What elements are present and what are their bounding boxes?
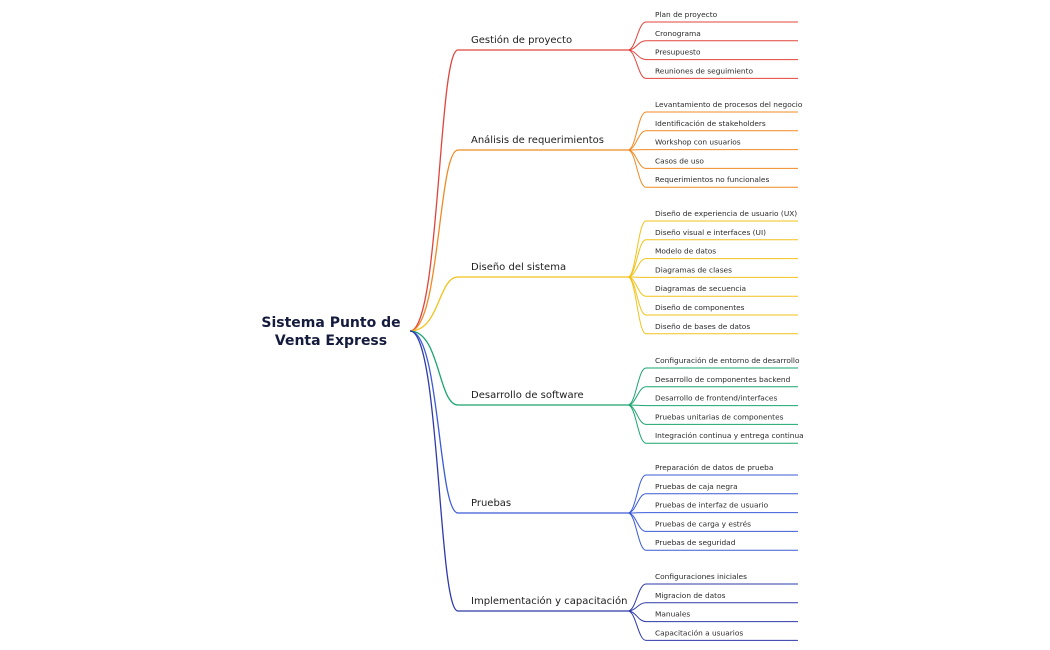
- leaf-connector-6-1: [627, 583, 647, 612]
- branch-connector-2: [409, 149, 459, 332]
- root-node[interactable]: Sistema Punto de Venta Express: [256, 314, 406, 350]
- branch-connector-1: [409, 49, 459, 332]
- leaf-label-3-1[interactable]: Diseño de experiencia de usuario (UX): [655, 209, 797, 218]
- leaf-label-2-4[interactable]: Casos de uso: [655, 156, 704, 165]
- leaf-label-2-5[interactable]: Requerimientos no funcionales: [655, 175, 769, 184]
- leaf-connector-2-4: [627, 149, 647, 169]
- leaf-connector-4-1: [627, 367, 647, 406]
- leaf-connector-5-2: [627, 493, 647, 514]
- leaf-label-1-3[interactable]: Presupuesto: [655, 48, 701, 57]
- leaf-label-1-4[interactable]: Reuniones de seguimiento: [655, 66, 754, 75]
- branch-label-2[interactable]: Análisis de requerimientos: [471, 134, 604, 146]
- leaf-label-6-3[interactable]: Manuales: [655, 610, 690, 619]
- leaf-label-3-3[interactable]: Modelo de datos: [655, 247, 716, 256]
- leaf-label-5-5[interactable]: Pruebas de seguridad: [655, 538, 736, 547]
- leaf-connector-4-2: [627, 386, 647, 406]
- leaf-label-3-5[interactable]: Diagramas de secuencia: [655, 284, 746, 293]
- branch-connector-3: [409, 276, 459, 332]
- leaf-label-6-4[interactable]: Capacitación a usuarios: [655, 628, 743, 637]
- leaf-connector-3-3: [627, 258, 647, 278]
- branch-label-3[interactable]: Diseño del sistema: [471, 262, 566, 273]
- leaf-label-4-5[interactable]: Integración continua y entrega continua: [655, 431, 804, 440]
- leaf-label-5-1[interactable]: Preparación de datos de prueba: [655, 463, 773, 472]
- leaf-label-4-3[interactable]: Desarrollo de frontend/interfaces: [655, 394, 777, 403]
- leaf-connector-5-5: [627, 512, 647, 551]
- leaf-label-5-3[interactable]: Pruebas de interfaz de usuario: [655, 501, 769, 510]
- leaf-label-4-1[interactable]: Configuración de entorno de desarrollo: [655, 356, 800, 365]
- leaf-connector-1-1: [627, 21, 647, 51]
- leaf-connector-4-4: [627, 404, 647, 425]
- leaf-connector-3-6: [627, 276, 647, 316]
- leaf-connector-2-2: [627, 130, 647, 151]
- leaf-label-4-4[interactable]: Pruebas unitarias de componentes: [655, 412, 784, 421]
- leaf-label-6-2[interactable]: Migracion de datos: [655, 591, 726, 600]
- leaf-label-5-2[interactable]: Pruebas de caja negra: [655, 482, 738, 491]
- leaf-connector-3-7: [627, 276, 647, 335]
- branch-connector-4: [409, 330, 459, 406]
- leaf-label-6-1[interactable]: Configuraciones iniciales: [655, 572, 747, 581]
- root-title-line-1: Sistema Punto de: [261, 315, 401, 331]
- leaf-label-3-6[interactable]: Diseño de componentes: [655, 303, 745, 312]
- branch-connector-5: [409, 330, 459, 514]
- leaf-connector-2-1: [627, 111, 647, 151]
- leaf-label-1-2[interactable]: Cronograma: [655, 29, 701, 38]
- leaf-connector-3-2: [627, 239, 647, 278]
- branch-label-4[interactable]: Desarrollo de software: [471, 390, 584, 401]
- leaf-label-1-1[interactable]: Plan de proyecto: [655, 10, 718, 19]
- branch-connector-6: [409, 330, 459, 612]
- leaf-label-5-4[interactable]: Pruebas de carga y estrés: [655, 519, 751, 528]
- leaf-connector-1-4: [627, 49, 647, 79]
- leaf-label-3-2[interactable]: Diseño visual e interfaces (UI): [655, 228, 766, 237]
- leaf-label-3-4[interactable]: Diagramas de clases: [655, 265, 732, 274]
- leaf-label-2-1[interactable]: Levantamiento de procesos del negocio: [655, 100, 803, 109]
- leaf-connector-6-4: [627, 610, 647, 641]
- leaf-connector-2-5: [627, 149, 647, 188]
- leaf-connector-5-1: [627, 474, 647, 514]
- branch-label-1[interactable]: Gestión de proyecto: [471, 34, 572, 46]
- leaf-label-4-2[interactable]: Desarrollo de componentes backend: [655, 375, 791, 384]
- leaf-label-2-3[interactable]: Workshop con usuarios: [655, 138, 741, 147]
- leaf-connector-5-4: [627, 512, 647, 532]
- branch-label-5[interactable]: Pruebas: [471, 498, 511, 509]
- root-title-line-2: Venta Express: [274, 333, 388, 349]
- leaf-label-2-2[interactable]: Identificación de stakeholders: [655, 119, 766, 128]
- branch-label-6[interactable]: Implementación y capacitación: [471, 595, 627, 607]
- leaf-label-3-7[interactable]: Diseño de bases de datos: [655, 322, 750, 331]
- leaf-connector-4-5: [627, 404, 647, 444]
